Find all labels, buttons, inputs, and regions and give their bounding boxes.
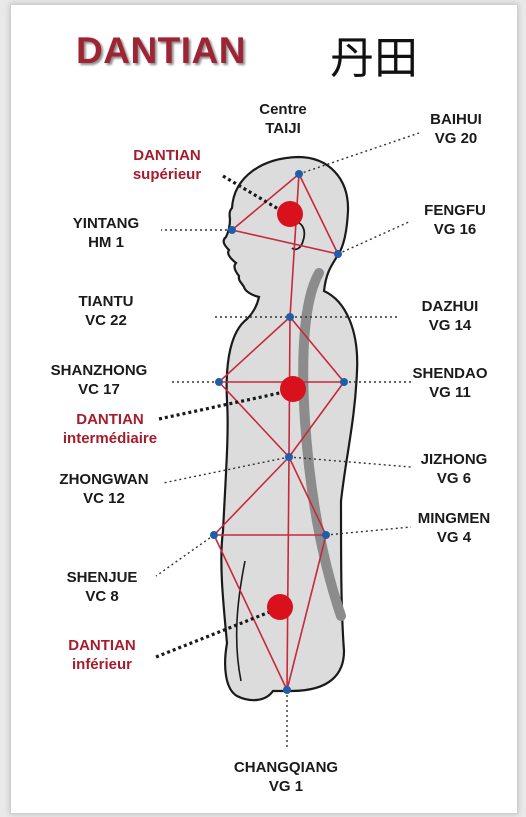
dantian-inferieur-circle [267, 594, 293, 620]
chinese-title: 丹田 [330, 22, 418, 86]
dantian-intermediaire-circle [280, 376, 306, 402]
dantian-superieur-circle [277, 201, 303, 227]
page-title: DANTIAN [76, 30, 246, 72]
